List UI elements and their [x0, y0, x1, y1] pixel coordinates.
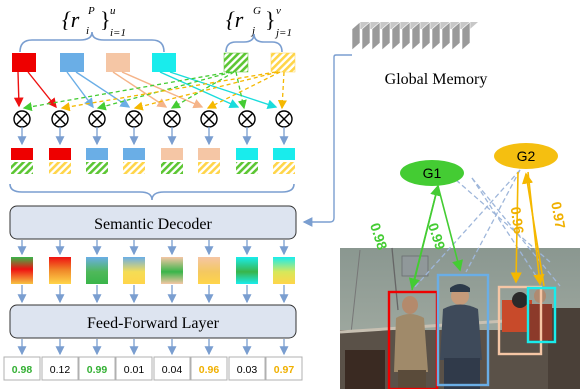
- pair-feature-8: [273, 148, 295, 174]
- semantic-decoder-label: Semantic Decoder: [94, 216, 212, 233]
- score-cell-3: 0.99: [78, 356, 116, 381]
- product-node-3: [88, 110, 106, 128]
- ffn-box: [9, 304, 297, 339]
- score-cell-1: 0.98: [3, 356, 41, 381]
- person-feature-1: [12, 53, 36, 72]
- product-node-2: [51, 110, 69, 128]
- score-cell-8: 0.97: [265, 356, 303, 381]
- product-node-5: [163, 110, 181, 128]
- group-to-product-arrows: [22, 71, 287, 112]
- group-feature-2: [270, 52, 296, 73]
- svg-text:0.96: 0.96: [199, 364, 220, 376]
- svg-text:G1: G1: [423, 165, 442, 181]
- person-set-label: {r P i } u i=1: [62, 5, 126, 39]
- decoded-features: [11, 257, 295, 284]
- score-row: 0.98 0.12 0.99 0.01 0.04 0.96 0.03 0.97: [3, 356, 303, 381]
- decoded-to-ffn-arrows: [17, 285, 289, 304]
- score-cell-7: 0.03: [228, 356, 266, 381]
- decoded-feature-2: [49, 257, 71, 284]
- score-cell-2: 0.12: [41, 356, 79, 381]
- product-node-8: [275, 110, 293, 128]
- group-node-g1: G1: [400, 160, 464, 186]
- product-node-1: [13, 110, 31, 128]
- product-node-4: [125, 110, 143, 128]
- decoded-feature-4: [123, 257, 145, 284]
- pair-feature-2: [49, 148, 71, 174]
- person-brace: [19, 31, 165, 53]
- ffn-label: Feed-Forward Layer: [87, 315, 220, 332]
- svg-text:0.97: 0.97: [274, 364, 295, 376]
- decoded-feature-5: [161, 257, 183, 284]
- svg-text:j=1: j=1: [274, 27, 292, 39]
- edge-label-2: 0.99: [425, 221, 449, 252]
- svg-text:G: G: [253, 5, 261, 17]
- decoded-feature-7: [236, 257, 258, 284]
- svg-text:0.01: 0.01: [124, 364, 145, 376]
- svg-text:i: i: [86, 25, 89, 37]
- ffn-output-arrows: [17, 339, 289, 356]
- score-cell-6: 0.96: [190, 356, 228, 381]
- person-feature-2: [60, 53, 84, 72]
- pair-feature-6: [198, 148, 220, 174]
- svg-text:P: P: [87, 5, 95, 17]
- edge-label-4: 0.97: [548, 200, 569, 230]
- svg-text:G2: G2: [517, 148, 536, 164]
- svg-text:u: u: [110, 5, 116, 17]
- edge-label-3: 0.96: [508, 206, 528, 235]
- decoder-output-arrows: [17, 240, 289, 256]
- svg-text:v: v: [276, 5, 281, 17]
- person-box-cyan: [526, 286, 557, 344]
- product-node-6: [200, 110, 218, 128]
- pair-feature-7: [236, 148, 258, 174]
- graph-background-edges: [413, 169, 561, 289]
- pair-feature-1: [11, 148, 33, 174]
- semantic-decoder-box: [9, 205, 297, 240]
- group-node-g2: G2: [494, 143, 558, 169]
- group-feature-1: [223, 52, 249, 73]
- pair-brace: [9, 183, 295, 201]
- svg-text:j: j: [250, 25, 255, 37]
- decoded-feature-3: [86, 257, 108, 284]
- person-feature-3: [106, 53, 130, 72]
- pair-features: [11, 148, 295, 174]
- svg-text:}: }: [265, 7, 276, 32]
- person-to-product-arrows: [13, 71, 278, 110]
- pair-feature-5: [161, 148, 183, 174]
- pair-feature-4: [123, 148, 145, 174]
- decoded-feature-1: [11, 257, 33, 284]
- person-box-peach: [497, 285, 543, 356]
- svg-text:0.04: 0.04: [162, 364, 183, 376]
- svg-text:0.99: 0.99: [87, 364, 108, 376]
- svg-text:}: }: [100, 7, 111, 32]
- svg-text:0.98: 0.98: [12, 364, 33, 376]
- product-nodes: [13, 110, 293, 128]
- svg-text:0.12: 0.12: [50, 364, 71, 376]
- person-feature-4: [152, 53, 176, 72]
- score-cell-4: 0.01: [115, 356, 153, 381]
- svg-text:{r: {r: [62, 7, 80, 32]
- person-box-blue: [436, 273, 490, 387]
- score-cell-5: 0.04: [153, 356, 191, 381]
- global-memory-label: Global Memory: [385, 71, 488, 88]
- group-brace: [225, 33, 283, 53]
- product-to-pair-arrows: [17, 127, 289, 146]
- g2-edges: [510, 171, 545, 287]
- decoded-feature-6: [198, 257, 220, 284]
- svg-text:i=1: i=1: [110, 27, 126, 39]
- product-node-7: [238, 110, 256, 128]
- svg-text:{r: {r: [226, 7, 244, 32]
- svg-text:0.03: 0.03: [237, 364, 258, 376]
- edge-label-1: 0.98: [367, 221, 391, 252]
- pair-feature-3: [86, 148, 108, 174]
- group-set-label: {r G j } v j=1: [226, 5, 292, 39]
- decoded-feature-8: [273, 257, 295, 284]
- g1-edges: [408, 184, 463, 291]
- global-memory-icon: [351, 21, 478, 51]
- memory-to-decoder-connector: [302, 54, 352, 227]
